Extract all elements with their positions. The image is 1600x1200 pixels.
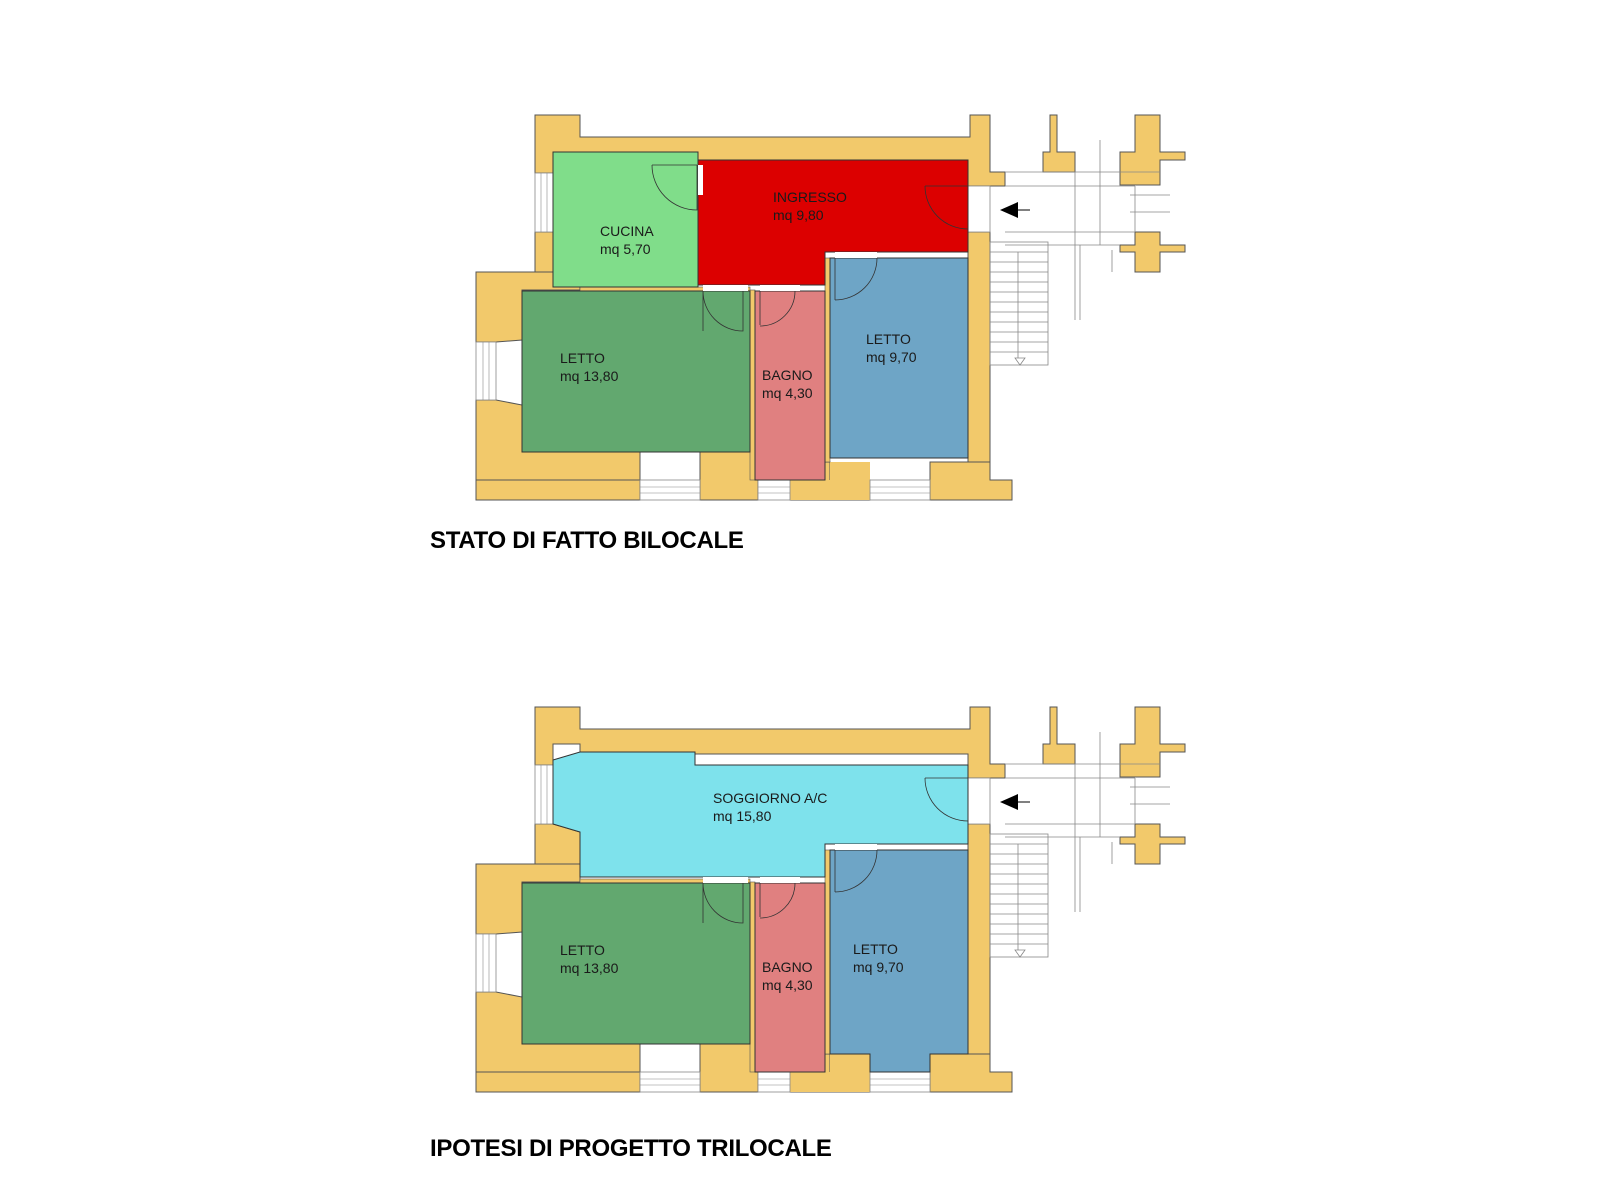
label-bagno-area: mq 4,30 (762, 385, 813, 401)
plan1-title: STATO DI FATTO BILOCALE (430, 527, 744, 554)
label-bagno-area: mq 4,30 (762, 977, 813, 993)
label-ingresso-area: mq 9,80 (773, 207, 824, 223)
room-soggiorno (552, 751, 969, 878)
label-bagno-name: BAGNO (762, 367, 813, 383)
door-swings (651, 164, 969, 332)
label-cucina-name: CUCINA (600, 223, 654, 239)
label-letto-large-area: mq 13,80 (560, 368, 619, 384)
label-letto-small-area: mq 9,70 (866, 349, 917, 365)
room-letto-large (521, 290, 751, 453)
plan-ipotesi-progetto: SOGGIORNO A/C mq 15,80 LETTO mq 13,80 BA… (430, 706, 1186, 1162)
plan-stato-di-fatto: CUCINA mq 5,70 INGRESSO mq 9,80 LETTO mq… (430, 114, 1186, 554)
room-letto-large (521, 882, 751, 1045)
door-swings (702, 777, 969, 924)
room-letto-small (829, 849, 969, 1073)
label-letto-large-name: LETTO (560, 350, 605, 366)
room-cucina (552, 151, 699, 288)
label-letto-large-area: mq 13,80 (560, 960, 619, 976)
label-ingresso-name: INGRESSO (773, 189, 847, 205)
label-letto-large-name: LETTO (560, 942, 605, 958)
label-bagno-name: BAGNO (762, 959, 813, 975)
label-soggiorno-name: SOGGIORNO A/C (713, 790, 827, 806)
label-letto-small-area: mq 9,70 (853, 959, 904, 975)
room-bagno (754, 290, 826, 481)
room-letto-small (829, 257, 969, 459)
room-bagno (754, 882, 826, 1073)
label-letto-small-name: LETTO (853, 941, 898, 957)
label-soggiorno-area: mq 15,80 (713, 808, 772, 824)
label-letto-small-name: LETTO (866, 331, 911, 347)
room-ingresso (697, 159, 969, 286)
plan2-title: IPOTESI DI PROGETTO TRILOCALE (430, 1135, 832, 1162)
label-cucina-area: mq 5,70 (600, 241, 651, 257)
